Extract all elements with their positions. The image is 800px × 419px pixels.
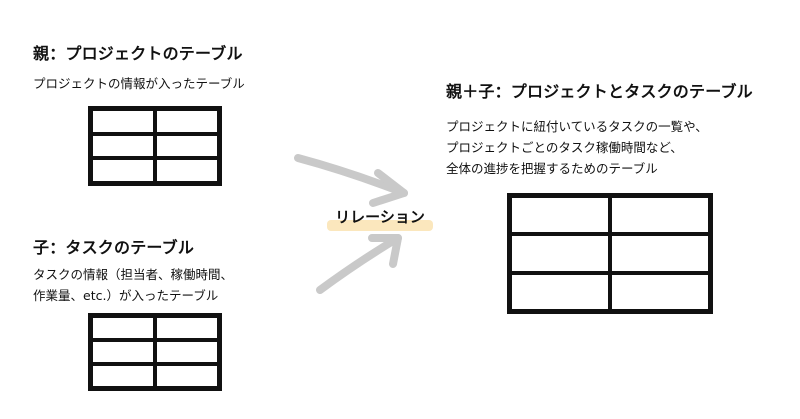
table-cell xyxy=(93,366,153,386)
combined-table-icon xyxy=(507,193,713,314)
table-cell xyxy=(157,111,217,132)
child-table-title: 子：タスクのテーブル xyxy=(33,238,195,257)
table-cell xyxy=(157,135,217,157)
child-table-description: タスクの情報（担当者、稼働時間、 作業量、etc.）が入ったテーブル xyxy=(33,264,233,306)
table-cell xyxy=(157,318,217,338)
child-table-icon xyxy=(88,313,222,391)
lower-arrow-icon xyxy=(316,234,402,294)
table-cell xyxy=(93,160,153,181)
child-desc-line: 作業量、etc.）が入ったテーブル xyxy=(33,288,219,303)
relation-label-text: リレーション xyxy=(335,208,425,226)
relation-label: リレーション xyxy=(327,203,433,233)
table-cell xyxy=(612,198,708,233)
table-cell xyxy=(93,342,153,362)
table-cell xyxy=(612,236,708,271)
parent-desc-line: プロジェクトの情報が入ったテーブル xyxy=(33,76,245,91)
parent-table-icon xyxy=(88,106,222,186)
table-cell xyxy=(512,236,608,271)
table-cell xyxy=(512,198,608,233)
parent-table-description: プロジェクトの情報が入ったテーブル xyxy=(33,73,245,94)
combined-table-title: 親＋子：プロジェクトとタスクのテーブル xyxy=(446,82,753,101)
combined-table-description: プロジェクトに紐付いているタスクの一覧や、 プロジェクトごとのタスク稼働時間など… xyxy=(446,116,708,179)
table-cell xyxy=(93,135,153,157)
upper-arrow-icon xyxy=(294,154,408,207)
child-desc-line: タスクの情報（担当者、稼働時間、 xyxy=(33,267,234,282)
table-cell xyxy=(157,160,217,181)
table-cell xyxy=(612,274,708,309)
combined-desc-line: プロジェクトごとのタスク稼働時間など、 xyxy=(446,140,683,155)
table-cell xyxy=(93,318,153,338)
table-cell xyxy=(157,342,217,362)
combined-desc-line: 全体の進捗を把握するためのテーブル xyxy=(446,161,658,176)
table-cell xyxy=(512,274,608,309)
combined-desc-line: プロジェクトに紐付いているタスクの一覧や、 xyxy=(446,119,708,134)
table-cell xyxy=(93,111,153,132)
table-cell xyxy=(157,366,217,386)
parent-table-title: 親：プロジェクトのテーブル xyxy=(33,44,243,63)
relation-highlight xyxy=(327,220,433,231)
